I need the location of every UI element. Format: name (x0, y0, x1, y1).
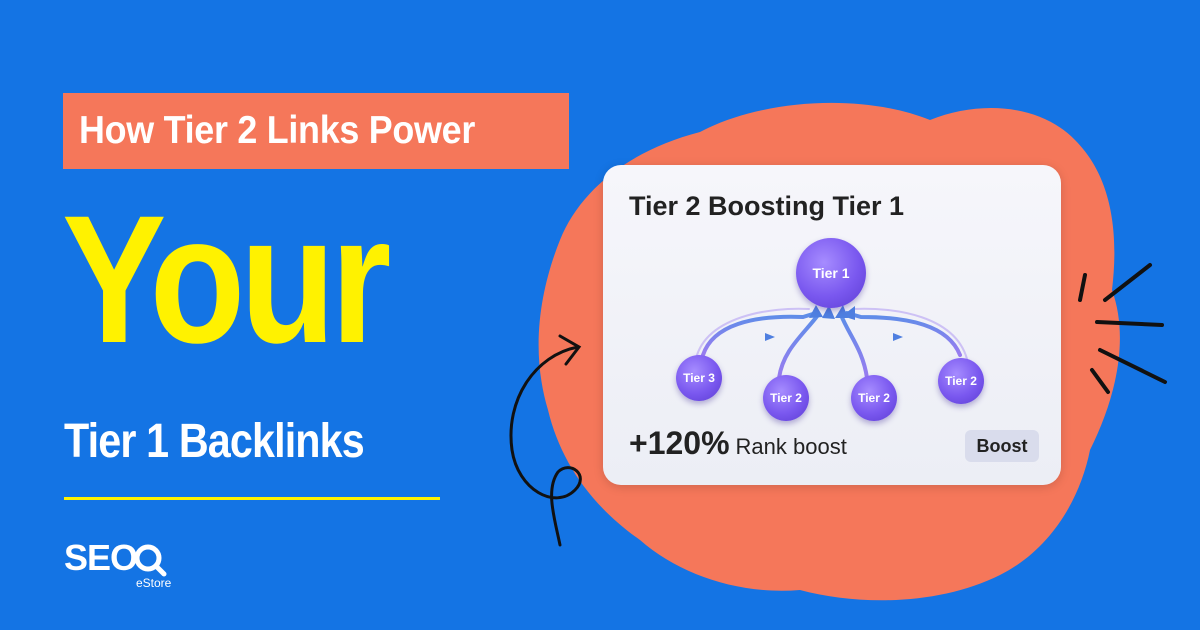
kicker-text: How Tier 2 Links Power (79, 109, 476, 152)
tier-boost-card: Tier 2 Boosting Tier 1 Tier 1 Tier 3 Tie… (603, 165, 1061, 485)
brand-logo: SEO eStore (64, 537, 184, 591)
rank-boost-stat: +120%Rank boost (629, 425, 847, 462)
kicker-box: How Tier 2 Links Power (63, 93, 569, 169)
curved-arrow-icon (509, 334, 582, 547)
subhead: Tier 1 Backlinks (64, 415, 365, 468)
burst-lines-icon (1078, 263, 1167, 394)
child-node: Tier 2 (938, 358, 984, 404)
boost-button[interactable]: Boost (965, 430, 1039, 462)
tier1-node: Tier 1 (796, 238, 866, 308)
stat-label: Rank boost (735, 434, 847, 459)
logo-subtext: eStore (136, 576, 172, 590)
logo-wordmark: SEO (64, 537, 138, 578)
headline: Your (62, 177, 391, 381)
link-flow-arrows (694, 305, 969, 380)
child-node: Tier 2 (851, 375, 897, 421)
stat-value: +120% (629, 425, 730, 461)
divider-line (64, 497, 440, 500)
child-node: Tier 3 (676, 355, 722, 401)
card-title: Tier 2 Boosting Tier 1 (629, 191, 905, 221)
magnifier-icon (134, 544, 167, 577)
child-node: Tier 2 (763, 375, 809, 421)
